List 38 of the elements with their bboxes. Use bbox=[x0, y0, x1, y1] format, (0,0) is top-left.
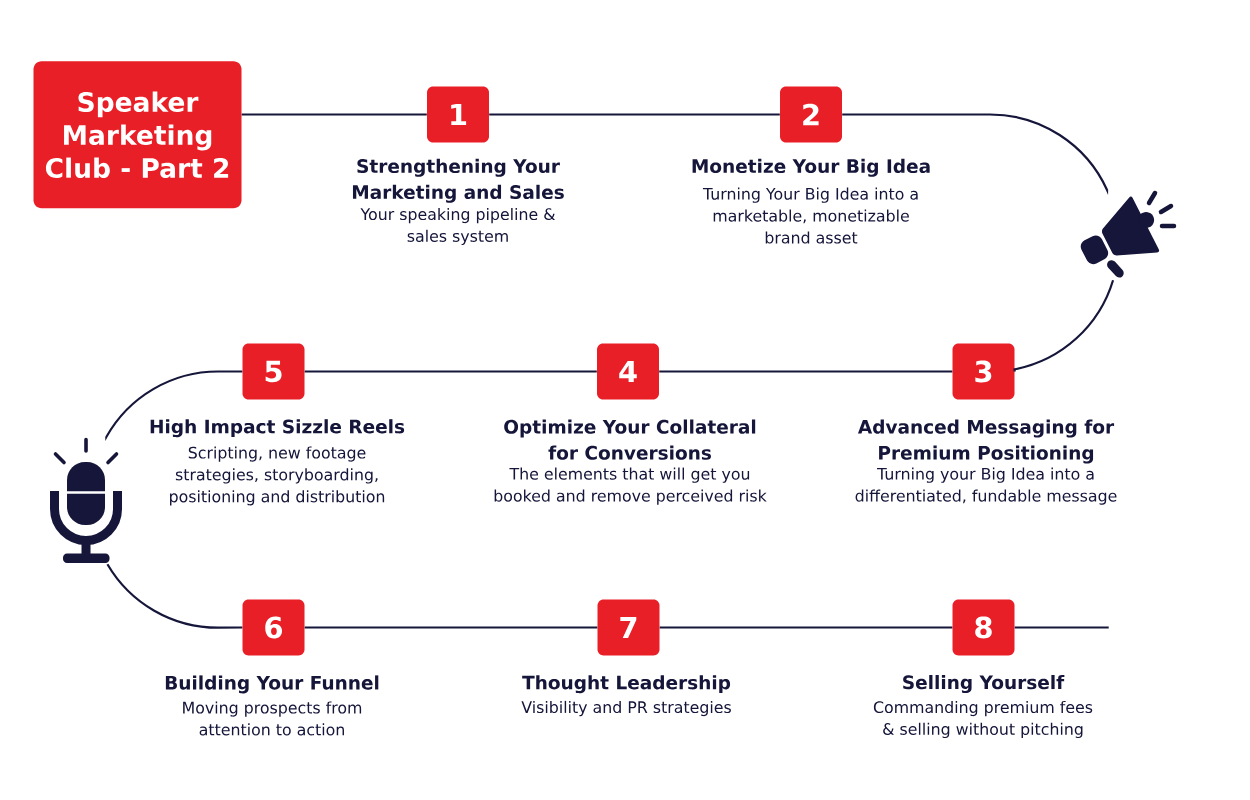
connector-line bbox=[842, 113, 1109, 192]
number-badge: 2 bbox=[780, 86, 842, 143]
step-description: The elements that will get you booked and remove perceived risk bbox=[494, 467, 767, 505]
connector-line bbox=[1013, 279, 1115, 372]
megaphone-icon bbox=[1080, 190, 1177, 278]
step-title: Thought Leadership bbox=[522, 675, 731, 694]
microphone-icon bbox=[50, 437, 122, 563]
connector-line bbox=[304, 626, 598, 629]
connector-line bbox=[304, 370, 597, 373]
step-description: Your speaking pipeline & sales system bbox=[360, 207, 556, 246]
step-title: Optimize Your Collateral for Conversions bbox=[504, 419, 756, 460]
step-description: Visibility and PR strategies bbox=[521, 700, 731, 717]
step-title: Selling Yourself bbox=[903, 675, 1065, 694]
number-badge: 6 bbox=[242, 599, 305, 656]
step-title: Advanced Messaging for Premium Positioning bbox=[857, 419, 1115, 464]
step-title: Monetize Your Big Idea bbox=[692, 158, 930, 177]
step-description: Moving prospects from attention to action bbox=[183, 701, 362, 736]
step-title: Building Your Funnel bbox=[165, 675, 379, 694]
number-badge: 3 bbox=[952, 343, 1015, 400]
number-badge: 4 bbox=[597, 343, 659, 400]
step-description: Scripting, new footage strategies, storyboarding, positioning and distribution bbox=[170, 446, 385, 506]
connector-line bbox=[105, 370, 243, 439]
step-description: Turning your Big Idea into a differentiated, fundable message bbox=[855, 467, 1117, 505]
connector-line bbox=[659, 370, 953, 373]
step-title: Strengthening Your Marketing and Sales bbox=[353, 158, 564, 203]
step-title: High Impact Sizzle Reels bbox=[150, 419, 405, 438]
number-badge: 1 bbox=[427, 86, 489, 143]
step-description: Turning Your Big Idea into a marketable, monetizable brand asset bbox=[702, 187, 918, 244]
title-box: Speaker Marketing Club - Part 2 bbox=[33, 61, 242, 209]
step-description: Commanding premium fees & selling without pitching bbox=[873, 700, 1093, 739]
connector-line bbox=[1014, 626, 1109, 629]
connector-line bbox=[241, 113, 427, 116]
number-badge: 5 bbox=[242, 343, 305, 400]
number-badge: 8 bbox=[952, 599, 1015, 656]
number-badge: 7 bbox=[597, 599, 660, 656]
connector-line bbox=[659, 626, 953, 629]
connector-line bbox=[489, 113, 780, 116]
connector-line bbox=[106, 563, 243, 629]
